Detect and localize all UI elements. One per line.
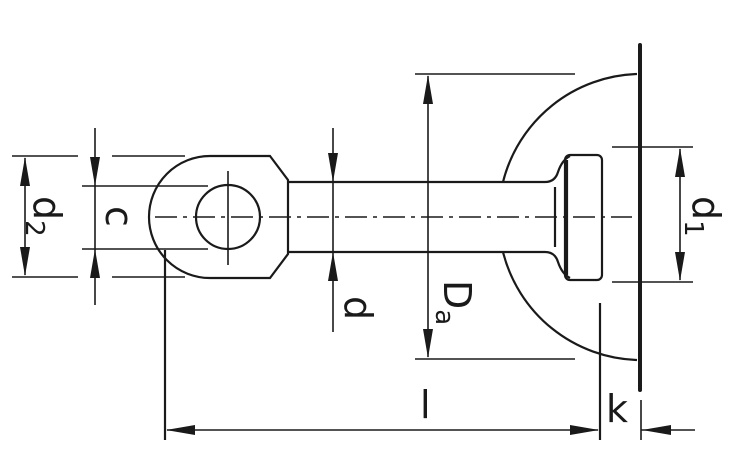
label-d1: d1: [678, 196, 728, 237]
dome: [501, 72, 638, 362]
label-k: k: [606, 387, 628, 431]
dimension-l: l: [163, 250, 602, 440]
label-d2: d2: [19, 196, 69, 237]
dimension-k: k: [606, 387, 695, 440]
dimension-d1: d1: [612, 146, 728, 283]
label-l: l: [420, 383, 431, 427]
dimension-d2: d2: [12, 155, 185, 278]
label-c: c: [97, 206, 141, 227]
dimension-Da: Da: [415, 73, 575, 360]
label-d: d: [336, 296, 380, 320]
dimension-d: d: [328, 128, 380, 332]
dimension-c: c: [82, 128, 208, 305]
label-Da: Da: [429, 280, 479, 325]
